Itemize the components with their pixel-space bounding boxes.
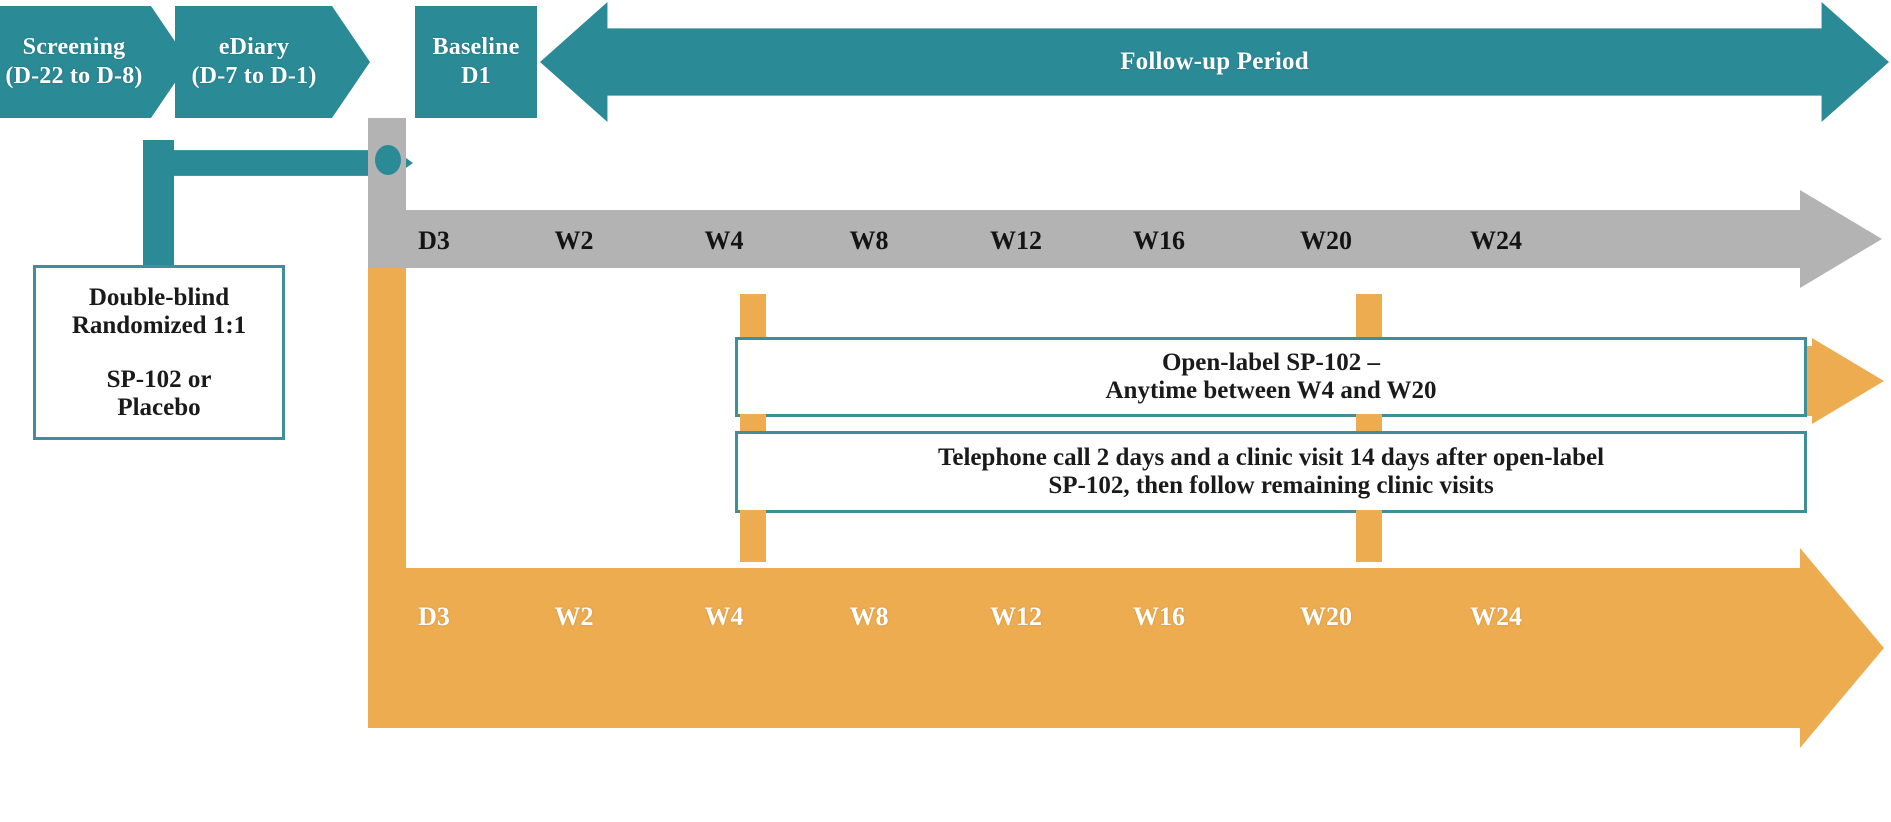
orange-visit-W16: W16 bbox=[1133, 602, 1185, 631]
orange-tick-w4-mid bbox=[740, 414, 766, 436]
gray-timeline-arrowhead bbox=[1800, 190, 1882, 288]
open-label-line1: Open-label SP-102 – bbox=[1161, 349, 1381, 376]
orange-visit-W20: W20 bbox=[1300, 602, 1352, 631]
gray-visit-W4: W4 bbox=[704, 226, 744, 255]
gray-visit-W20: W20 bbox=[1300, 226, 1352, 255]
orange-tick-w20-lower bbox=[1356, 510, 1382, 562]
gray-timeline-bar bbox=[368, 210, 1805, 268]
telephone-line2: SP-102, then follow remaining clinic vis… bbox=[1048, 472, 1494, 499]
randomization-line3: SP-102 or bbox=[106, 365, 212, 393]
telephone-callout-box: Telephone call 2 days and a clinic visit… bbox=[735, 431, 1807, 513]
open-label-callout-box: Open-label SP-102 – Anytime between W4 a… bbox=[735, 337, 1807, 417]
orange-tick-w20-mid bbox=[1356, 414, 1382, 436]
randomization-line4: Placebo bbox=[117, 393, 201, 421]
randomization-line1: Double-blind bbox=[88, 283, 230, 311]
gray-visit-W24: W24 bbox=[1470, 226, 1522, 255]
orange-visit-W24: W24 bbox=[1470, 602, 1522, 631]
gray-visit-W2: W2 bbox=[554, 226, 594, 255]
phase-ediary-label: eDiary (D-7 to D-1) bbox=[191, 33, 317, 89]
gray-visit-W12: W12 bbox=[990, 226, 1042, 255]
open-label-line2: Anytime between W4 and W20 bbox=[1105, 377, 1437, 404]
randomization-line2: Randomized 1:1 bbox=[71, 311, 247, 339]
orange-visit-W2: W2 bbox=[554, 602, 594, 631]
follow-up-period-label: Follow-up Period bbox=[1120, 47, 1309, 75]
orange-timeline-bar bbox=[368, 568, 1805, 728]
orange-tick-w4-lower bbox=[740, 510, 766, 562]
orange-visit-D3: D3 bbox=[418, 602, 450, 631]
gray-visit-W8: W8 bbox=[849, 226, 889, 255]
orange-visit-W8: W8 bbox=[849, 602, 889, 631]
orange-open-label-arrowhead bbox=[1812, 338, 1884, 424]
gray-visit-W16: W16 bbox=[1133, 226, 1185, 255]
phase-baseline-label: Baseline D1 bbox=[432, 33, 520, 89]
telephone-line1: Telephone call 2 days and a clinic visit… bbox=[937, 444, 1605, 471]
phase-ediary bbox=[175, 6, 370, 118]
orange-visit-W4: W4 bbox=[704, 602, 744, 631]
randomization-box: Double-blind Randomized 1:1 SP-102 or Pl… bbox=[33, 265, 285, 440]
phase-screening bbox=[0, 6, 189, 118]
orange-visit-W12: W12 bbox=[990, 602, 1042, 631]
orange-timeline-arrowhead bbox=[1800, 548, 1884, 748]
gray-visit-D3: D3 bbox=[418, 226, 450, 255]
baseline-visit-dot bbox=[375, 145, 401, 175]
phase-screening-label: Screening (D-22 to D-8) bbox=[5, 33, 143, 89]
phase-baseline bbox=[415, 6, 537, 118]
